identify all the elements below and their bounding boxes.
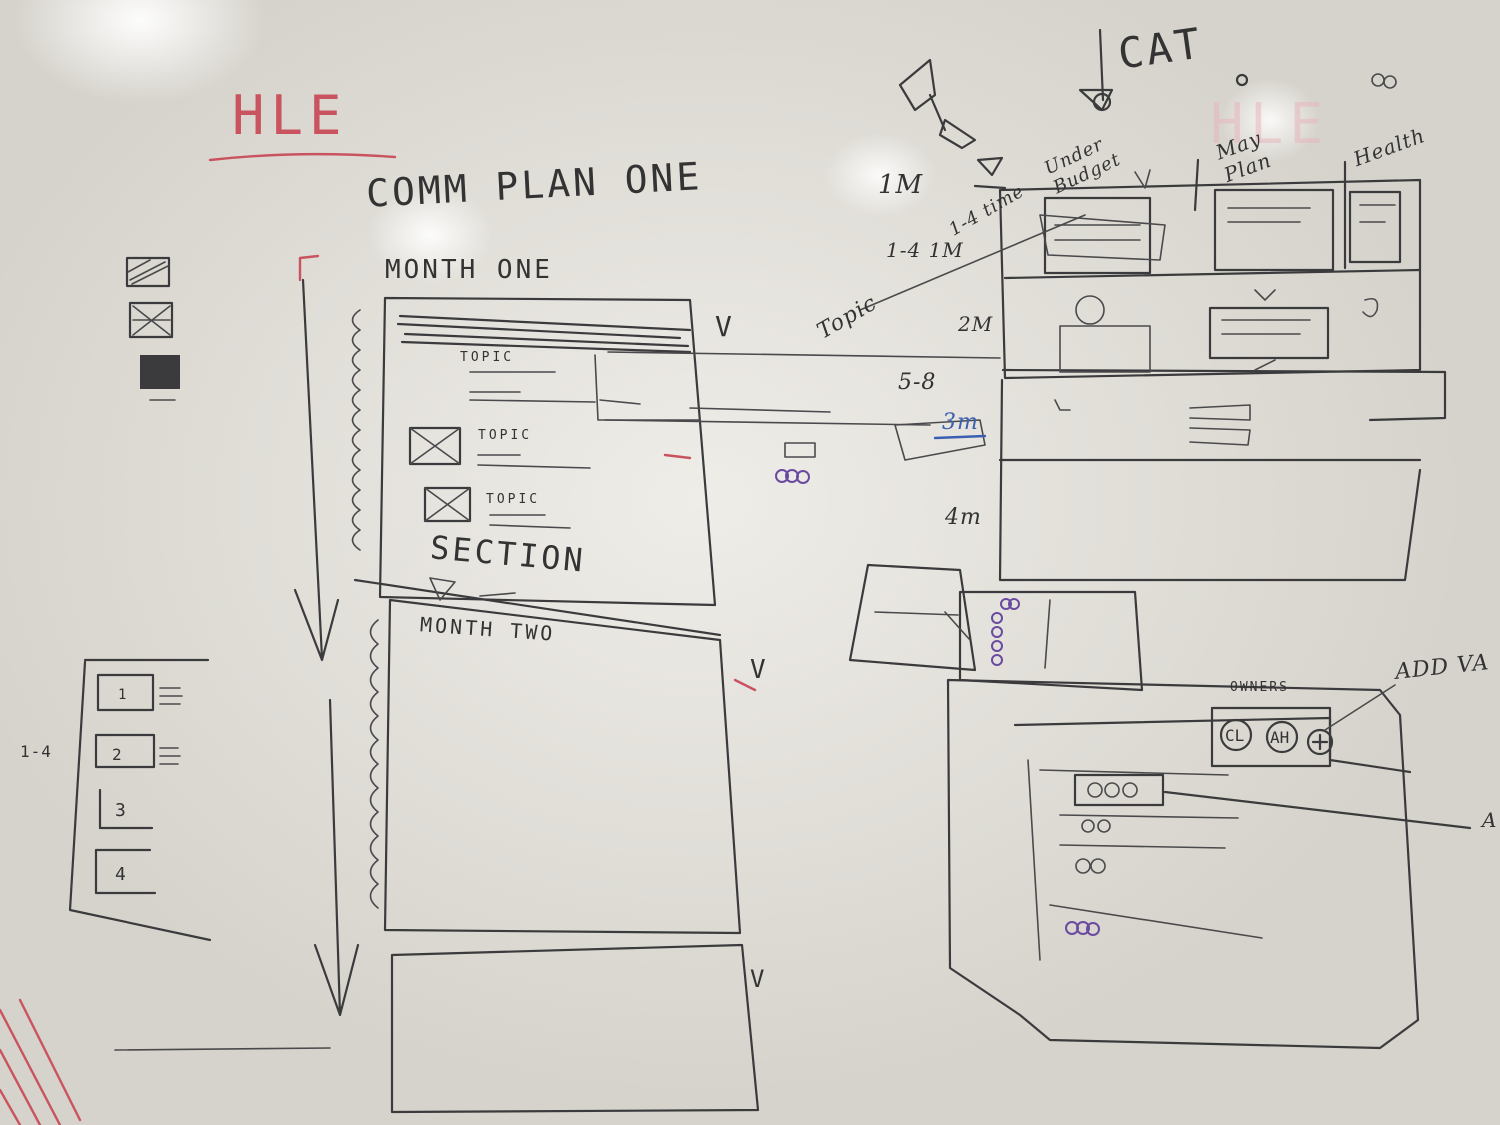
topic-label-3: TOPIC xyxy=(486,492,541,507)
row-label-1-4-1m: 1-4 1M xyxy=(886,238,964,262)
timeline-arrow-1 xyxy=(293,278,340,662)
hle-underline xyxy=(208,152,397,162)
timeline-bracket xyxy=(298,254,320,282)
purple-cluster xyxy=(775,442,816,484)
row-label-2m: 2M xyxy=(958,312,994,336)
month-three-card xyxy=(114,943,760,1114)
squiggle-1 xyxy=(351,309,361,551)
row-label-3m: 3m xyxy=(942,410,979,435)
timeline-arrow-2 xyxy=(313,698,360,1017)
left-list-item-2: 2 xyxy=(112,745,125,764)
v-mark-2: V xyxy=(750,655,769,685)
hle-left-label: HLE xyxy=(232,84,348,147)
connector-lines xyxy=(604,351,1001,426)
squiggle-2 xyxy=(369,619,379,909)
month-one-label: MONTH ONE xyxy=(385,255,553,285)
owners-panel-sketch xyxy=(946,678,1472,1050)
hle-right-label: HLE xyxy=(1210,92,1330,157)
left-list-range: 1-4 xyxy=(20,742,52,761)
month-two-card xyxy=(383,598,742,935)
checkbox-icons xyxy=(125,256,180,401)
left-list-item-3: 3 xyxy=(115,800,129,821)
month-one-card xyxy=(353,296,722,637)
v-mark-3: V xyxy=(750,965,768,993)
topic-line xyxy=(859,214,1086,311)
topic-label-1: TOPIC xyxy=(460,350,515,365)
left-list-item-4: 4 xyxy=(115,864,129,885)
avatar-cl: CL xyxy=(1225,726,1245,745)
v-mark-1: V xyxy=(715,310,735,343)
top-sketch-icons xyxy=(898,28,1397,190)
calendar-block xyxy=(848,563,1144,692)
avatar-ah: AH xyxy=(1270,728,1290,747)
left-list xyxy=(68,658,212,942)
red-dash xyxy=(663,453,757,692)
add-label-2: A xyxy=(1482,808,1498,832)
grid-table xyxy=(894,158,1447,582)
left-list-item-1: 1 xyxy=(118,687,130,703)
row-label-5-8: 5-8 xyxy=(898,370,937,395)
row-label-1m: 1M xyxy=(878,170,924,200)
corner-hatching xyxy=(0,998,82,1125)
row-label-4m: 4m xyxy=(945,505,982,530)
topic-label-2: TOPIC xyxy=(478,428,533,443)
blue-underline xyxy=(933,434,987,440)
owners-label: OWNERS xyxy=(1230,680,1289,695)
